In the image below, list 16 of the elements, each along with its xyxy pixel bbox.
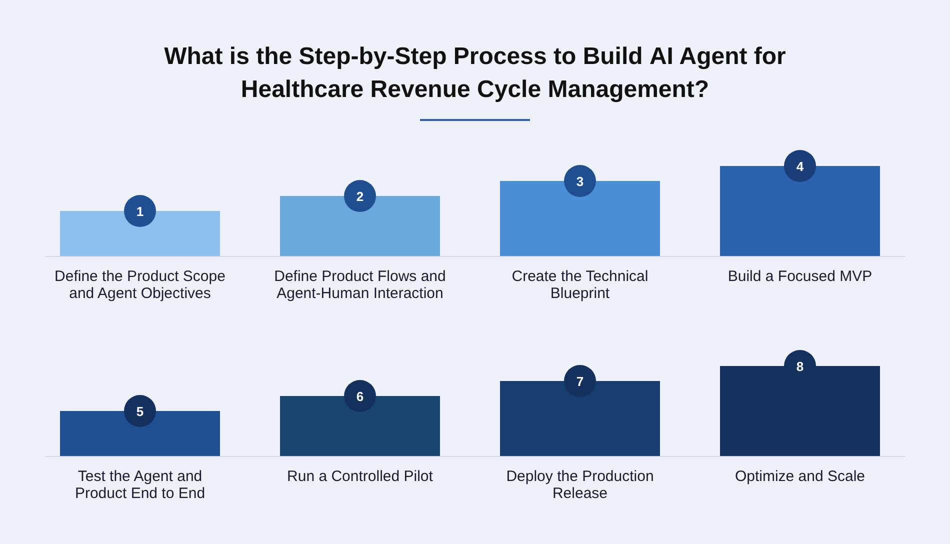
step-caption: Run a Controlled Pilot [286, 468, 434, 485]
step-caption: Optimize and Scale [734, 468, 866, 485]
step-caption: Deploy the Production Release [505, 468, 655, 502]
step-caption: Test the Agent and Product End to End [74, 468, 206, 502]
step-number: 6 [344, 380, 376, 412]
step-number: 2 [344, 180, 376, 212]
step-number: 1 [124, 195, 156, 227]
step-caption: Define Product Flows and Agent-Human Interaction [273, 268, 447, 302]
step-caption: Define the Product Scope and Agent Objectives [54, 268, 226, 302]
step-number: 3 [564, 165, 596, 197]
step-number: 7 [564, 365, 596, 397]
step-number: 5 [124, 395, 156, 427]
step-number: 4 [784, 150, 816, 182]
step-caption: Create the Technical Blueprint [510, 268, 650, 302]
step-caption: Build a Focused MVP [726, 268, 874, 285]
title: What is the Step-by-Step Process to Build AI Agent for Healthcare Revenue Cycle Management? [163, 42, 787, 105]
